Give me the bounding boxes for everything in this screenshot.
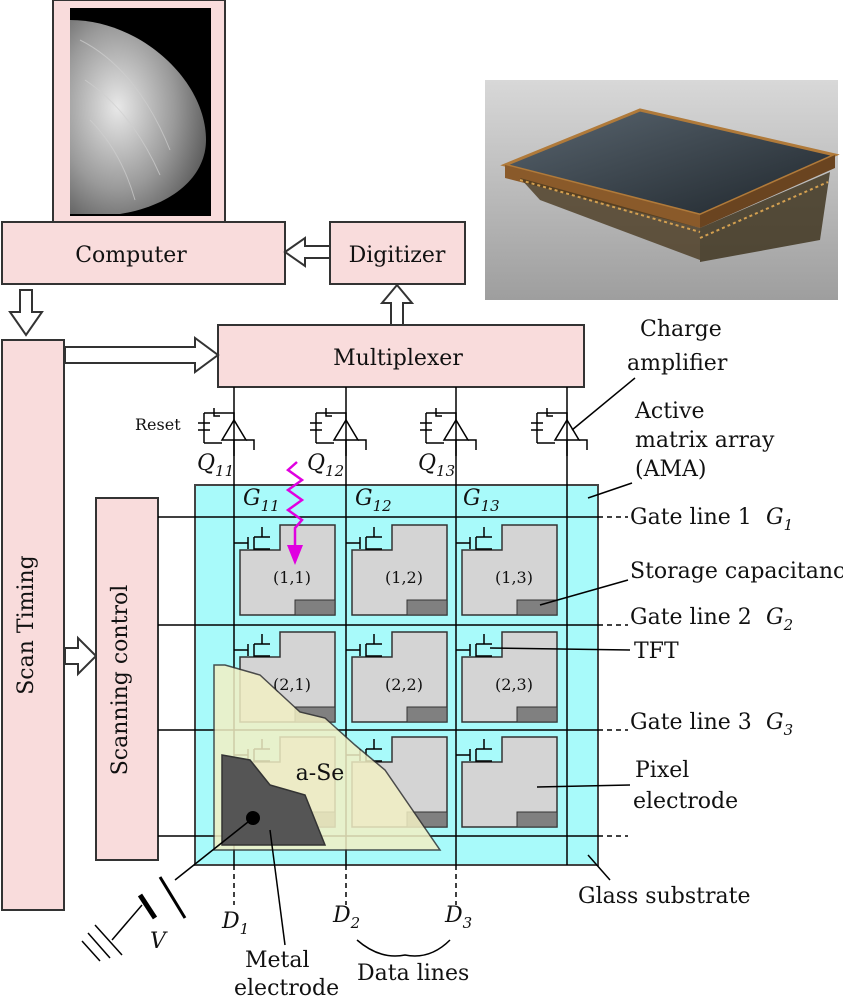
gate-symbol-1: G1 <box>766 505 793 534</box>
g13-label: G13 <box>463 486 500 515</box>
pixel-electrode-label-2: electrode <box>633 789 738 814</box>
charge-amplifier-pointer <box>571 377 636 431</box>
d2-label: D2 <box>332 903 360 932</box>
glass-substrate-pointer <box>587 854 611 881</box>
multiplexer-label: Multiplexer <box>333 346 463 371</box>
ama-label-3: (AMA) <box>635 457 706 482</box>
scanning-control-label: Scanning control <box>108 585 133 776</box>
storage-capacitor <box>516 811 558 828</box>
computer-label: Computer <box>75 243 187 268</box>
reset-label: Reset <box>135 415 181 434</box>
voltage-label: V <box>150 929 168 954</box>
storage-capacitor <box>516 706 558 723</box>
ama-label-2: matrix array <box>635 428 775 453</box>
tft-symbol <box>456 739 492 762</box>
tft-symbol <box>346 634 382 657</box>
tft-symbol <box>234 527 270 550</box>
arrow-digitizer-to-computer <box>283 236 331 268</box>
q13-label: Q13 <box>418 451 455 480</box>
pixel-electrode-pointer <box>536 784 631 788</box>
detector-photo <box>485 80 840 300</box>
charge-amplifier <box>310 408 367 456</box>
tft-symbol <box>234 634 270 657</box>
charge-amplifier <box>420 408 477 456</box>
data-lines-label: Data lines <box>357 961 469 986</box>
storage-capacitor <box>406 599 448 616</box>
pixel-label: (2,3) <box>495 675 533 694</box>
pixel-electrode <box>461 631 558 723</box>
ama-label-1: Active <box>634 399 705 424</box>
pixel-cell: (2,3) <box>456 631 558 723</box>
pixel-label: (1,1) <box>273 568 311 587</box>
scan-timing-box <box>1 339 65 911</box>
pixel-electrode <box>239 524 336 616</box>
gate-line-2-label: Gate line 2 <box>630 605 752 630</box>
charge-amplifier-label-2: amplifier <box>627 351 728 376</box>
pixel-cell <box>456 736 558 828</box>
storage-capacitor <box>406 706 448 723</box>
q11-label: Q11 <box>197 451 234 480</box>
pixel-label: (2,1) <box>273 675 311 694</box>
gate-symbol-2: G2 <box>766 605 793 634</box>
metal-electrode-label-2: electrode <box>234 976 339 1000</box>
pixel-electrode-label-1: Pixel <box>635 758 689 783</box>
d1-label: D1 <box>221 909 249 938</box>
pixel-label: (2,2) <box>385 675 423 694</box>
pixel-electrode <box>351 631 448 723</box>
a-se-label: a-Se <box>296 761 345 786</box>
g12-label: G12 <box>355 486 392 515</box>
multiplexer-box <box>217 324 585 388</box>
data-lines <box>233 387 568 905</box>
q-labels: Q11 Q12 Q13 <box>197 451 455 480</box>
pixel-label: (1,3) <box>495 568 533 587</box>
tft-symbol <box>456 527 492 550</box>
gate-symbol-3: G3 <box>766 710 793 739</box>
arrow-scan-timing-to-scanning-control <box>64 635 98 677</box>
pixel-electrode <box>461 524 558 616</box>
tft-pointer <box>489 647 631 651</box>
d3-label: D3 <box>444 903 472 932</box>
pixel-cell: (1,2) <box>346 524 448 616</box>
arrow-computer-to-scan-timing <box>8 289 44 337</box>
tft-label: TFT <box>634 639 679 664</box>
gate-line-1-label: Gate line 1 <box>630 505 752 530</box>
metal-electrode-label-1: Metal <box>245 948 310 973</box>
pixel-cell: (1,1) <box>234 524 336 616</box>
pixel-cell: (1,3) <box>456 524 558 616</box>
battery <box>81 817 254 962</box>
tft-symbol <box>346 527 382 550</box>
pixel-electrode <box>461 736 558 828</box>
digitizer-box <box>329 221 466 285</box>
charge-amplifier-label-1: Charge <box>640 317 722 342</box>
mammogram-image <box>70 8 211 216</box>
data-lines-brace <box>356 939 451 957</box>
scan-timing-label: Scan Timing <box>14 555 39 695</box>
ama-pointer <box>587 482 633 499</box>
glass-substrate-label: Glass substrate <box>578 884 750 909</box>
charge-amplifiers <box>198 408 588 456</box>
storage-capacitance-label: Storage capacitance <box>630 559 843 584</box>
xray-arrow <box>285 461 305 565</box>
pixel-label: (1,2) <box>385 568 423 587</box>
arrow-scan-timing-to-multiplexer <box>64 336 220 374</box>
pixel-cell: (2,2) <box>346 631 448 723</box>
arrow-multiplexer-to-digitizer <box>379 283 415 326</box>
charge-amplifier <box>531 408 588 456</box>
charge-amplifier <box>198 408 255 456</box>
storage-capacitor <box>294 599 336 616</box>
pixel-electrode <box>351 524 448 616</box>
digitizer-label: Digitizer <box>349 243 446 268</box>
scanning-control-box <box>95 497 159 861</box>
g11-label: G11 <box>243 486 280 515</box>
storage-capacitance-pointer <box>539 579 629 606</box>
gate-line-3-label: Gate line 3 <box>630 710 752 735</box>
metal-electrode-pointer <box>269 829 286 946</box>
tft-symbol <box>456 634 492 657</box>
q12-label: Q12 <box>307 451 344 480</box>
g-labels: G11 G12 G13 <box>243 486 500 515</box>
pixel-grid: (1,1) (1,2) (1,3) (2,1) (2,2) (2,3) <box>234 524 558 828</box>
